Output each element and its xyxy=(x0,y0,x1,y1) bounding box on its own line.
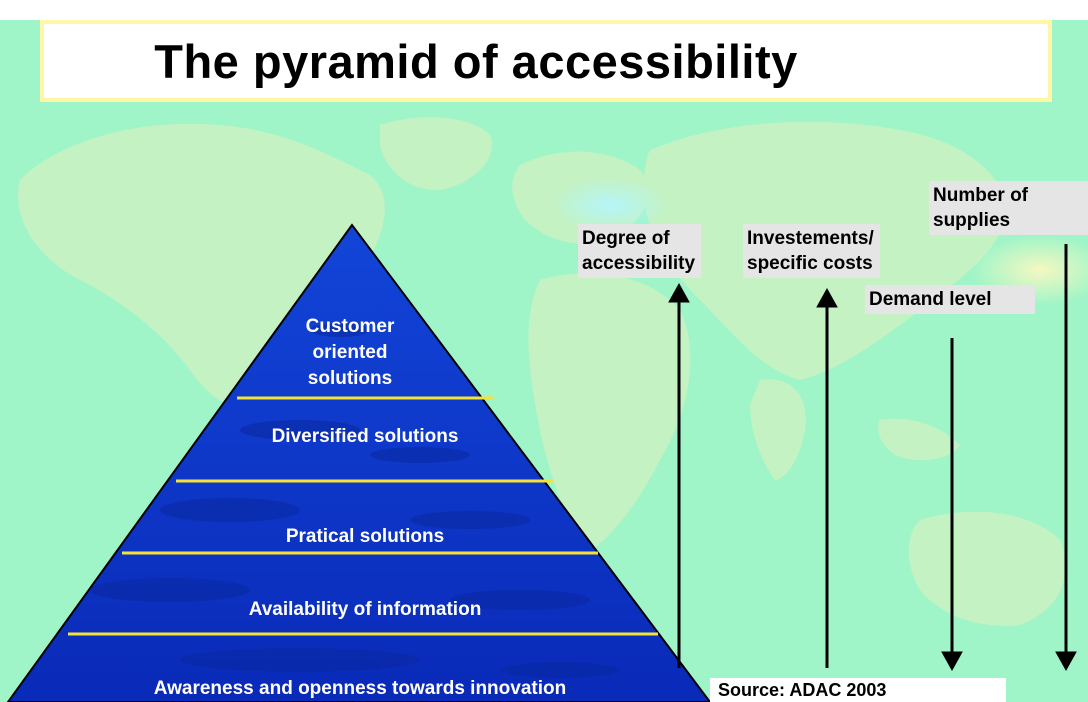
level-availability-information: Availability of information xyxy=(248,599,482,620)
level-diversified-solutions: Diversified solutions xyxy=(271,426,459,447)
investments-label: Investements/ specific costs xyxy=(743,224,880,278)
level-customer-oriented: Customer oriented solutions xyxy=(290,314,410,392)
demand-arrow xyxy=(941,338,963,672)
supplies-line-1: Number of xyxy=(933,185,1028,206)
level-1-line-3: solutions xyxy=(307,368,393,389)
pyramid-dividers xyxy=(68,396,658,636)
number-of-supplies-label: Number of supplies xyxy=(929,181,1088,235)
level-1-line-1: Customer xyxy=(305,316,395,337)
level-awareness-openness: Awareness and openness towards innovatio… xyxy=(153,678,567,699)
investments-line-1: Investements/ xyxy=(747,228,874,249)
arrows xyxy=(668,244,1077,672)
investments-arrow xyxy=(816,287,838,668)
investments-line-2: specific costs xyxy=(747,253,873,274)
title-box: The pyramid of accessibility xyxy=(40,20,1052,102)
degree-arrow xyxy=(668,282,690,668)
demand-level-label: Demand level xyxy=(865,285,1035,314)
degree-line-2: accessibility xyxy=(582,253,696,274)
level-1-line-2: oriented xyxy=(312,342,388,363)
supplies-line-2: supplies xyxy=(933,210,1011,231)
level-practical-solutions: Pratical solutions xyxy=(285,526,445,547)
degree-of-accessibility-label: Degree of accessibility xyxy=(578,224,702,278)
page-title: The pyramid of accessibility xyxy=(154,34,798,88)
pyramid-texture xyxy=(90,323,620,678)
source-citation: Source: ADAC 2003 xyxy=(710,678,1006,702)
supplies-arrow xyxy=(1055,244,1077,672)
degree-line-1: Degree of xyxy=(582,228,670,249)
